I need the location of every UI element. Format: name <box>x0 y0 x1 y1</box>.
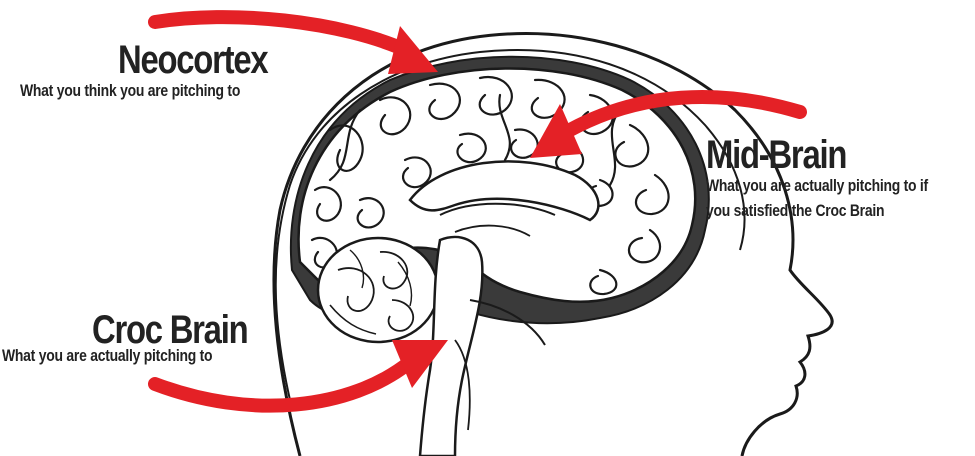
midbrain-subtitle-line2: you satisfied the Croc Brain <box>706 201 885 220</box>
neocortex-title: Neocortex <box>118 38 269 82</box>
head-outline <box>272 32 834 456</box>
arrow-midbrain <box>530 90 807 158</box>
skull-inner-outline <box>274 49 746 401</box>
neocortex-subtitle: What you think you are pitching to <box>20 81 241 100</box>
cerebellum <box>316 236 440 344</box>
crocbrain-subtitle: What you are actually pitching to <box>2 346 213 365</box>
corpus-callosum <box>408 160 600 222</box>
midbrain-subtitle-line1: What you are actually pitching to if <box>706 176 928 195</box>
cortex-gyri <box>310 75 670 296</box>
arrow-crocbrain <box>148 340 448 413</box>
crocbrain-title: Croc Brain <box>92 308 249 352</box>
midbrain-title: Mid-Brain <box>706 133 847 177</box>
arrow-neocortex <box>148 10 438 74</box>
